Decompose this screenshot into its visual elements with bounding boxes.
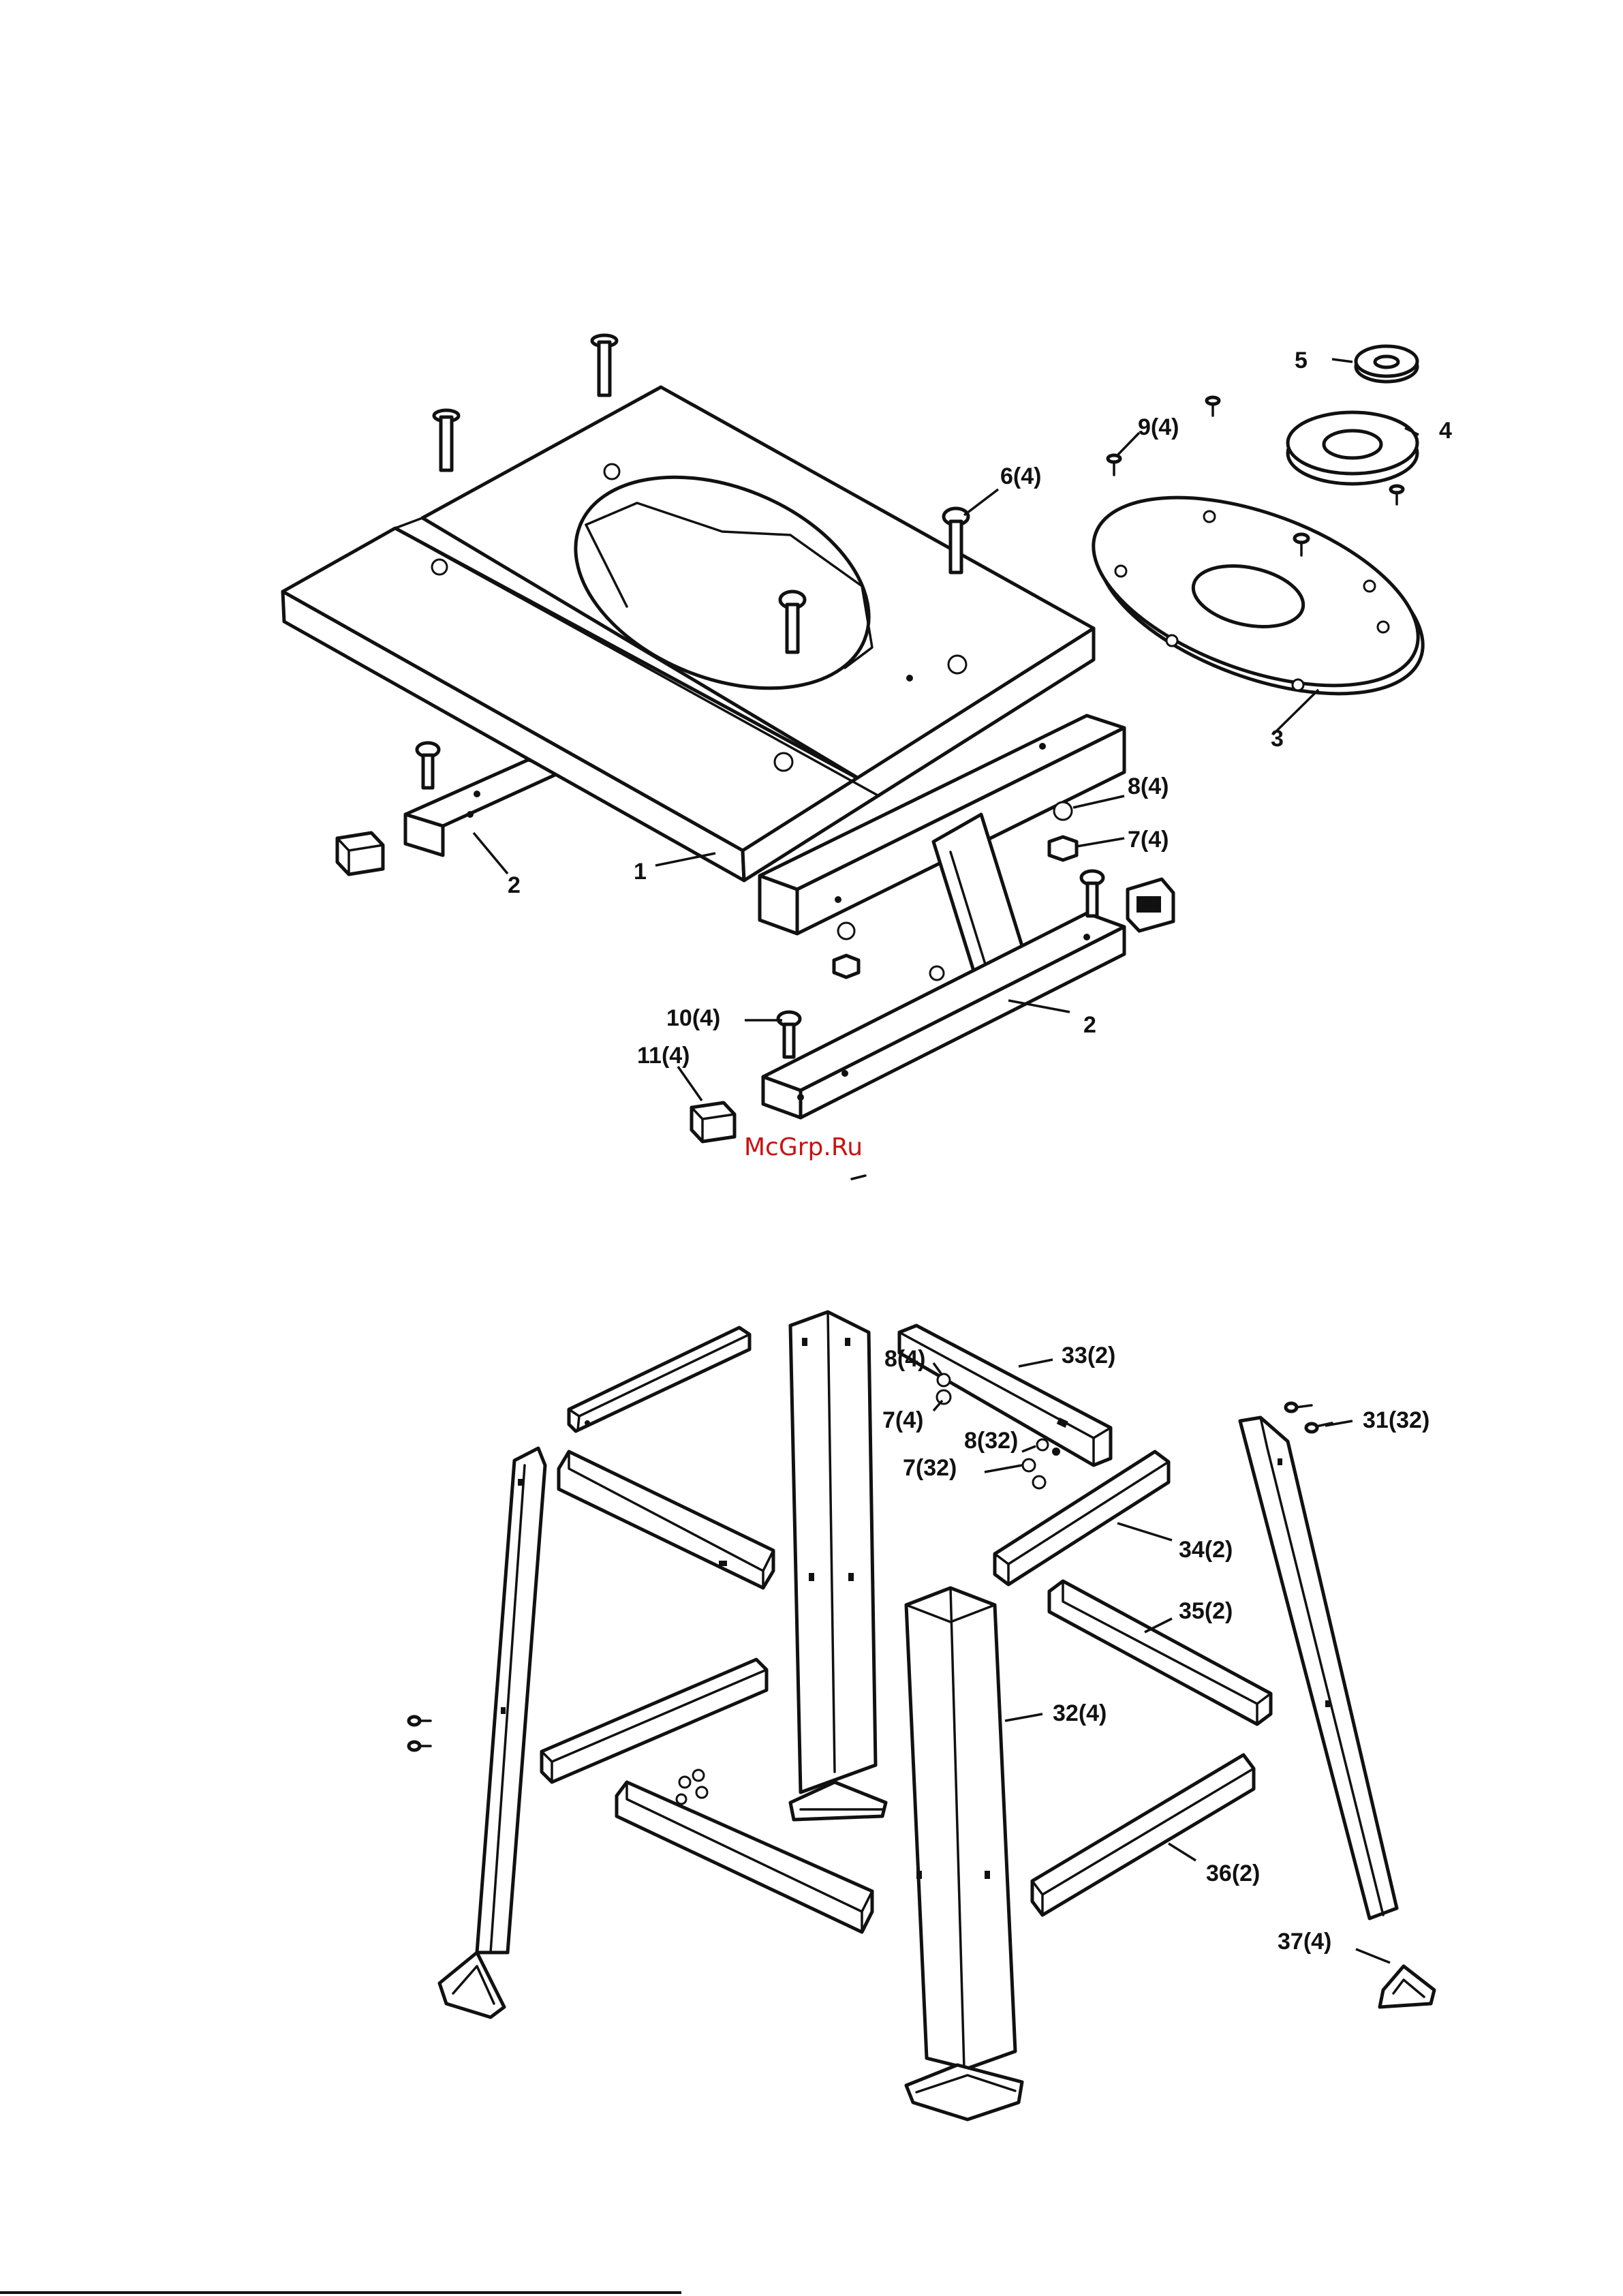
insert-ring-small (1356, 346, 1417, 382)
leg-left (439, 1448, 545, 2017)
nut-7b (937, 1390, 950, 1404)
callout-7-lower: 7(4) (882, 1407, 923, 1433)
callout-6: 6(4) (1000, 463, 1041, 489)
callout-5: 5 (1295, 348, 1308, 373)
end-cap-left (337, 833, 383, 874)
callout-8-lower: 8(4) (884, 1346, 925, 1372)
callout-35: 35(2) (1179, 1598, 1233, 1624)
foot-37 (1380, 1966, 1434, 2007)
flat-head-screw-2 (592, 335, 617, 395)
bolt-31a (1286, 1403, 1312, 1411)
callout-4: 4 (1439, 418, 1452, 444)
bolt-loose-2 (409, 1742, 431, 1750)
end-cap-11 (692, 1103, 735, 1142)
callout-8-32: 8(32) (964, 1428, 1018, 1454)
callout-7-32: 7(32) (903, 1455, 957, 1481)
stand-assembly: 8(4) 7(4) 8(32) 7(32) 31(32) 32(4) 33(2)… (409, 1312, 1434, 2119)
nut-7 (1049, 837, 1077, 860)
callout-7: 7(4) (1128, 827, 1169, 853)
brace-36 (1032, 1755, 1254, 1915)
callout-2-right: 2 (1083, 1012, 1096, 1038)
nut-lower (834, 955, 859, 977)
end-cap-right (1128, 879, 1173, 931)
callout-32: 32(4) (1053, 1700, 1107, 1726)
washer-8c (1037, 1439, 1048, 1450)
small-screw-9a (1108, 455, 1120, 475)
callout-34: 34(2) (1179, 1537, 1233, 1563)
callout-1: 1 (634, 859, 647, 885)
brace-top-left (569, 1328, 749, 1431)
watermark: McGrp.Ru (744, 1133, 863, 1161)
small-screw-9c (1391, 486, 1403, 504)
bolt-loose-1 (409, 1717, 431, 1725)
callout-37: 37(4) (1278, 1929, 1331, 1955)
washer-8 (1054, 802, 1072, 820)
callout-33: 33(2) (1062, 1343, 1115, 1368)
callout-31: 31(32) (1363, 1407, 1429, 1433)
callout-2-left: 2 (508, 872, 521, 898)
insert-ring (1288, 412, 1417, 484)
nut-7c (1023, 1459, 1035, 1471)
table-top-assembly: 1 2 2 3 4 5 6(4) 7(4) 8(4) 9(4) 10(4) 11… (283, 335, 1452, 1161)
callout-8: 8(4) (1128, 774, 1169, 799)
leg-right (1240, 1418, 1397, 1918)
foot-rail (763, 913, 1124, 1118)
brace-left-lower (542, 1659, 767, 1782)
router-plate (1069, 459, 1448, 731)
washer-8b (938, 1374, 950, 1386)
callout-9: 9(4) (1138, 414, 1179, 440)
callout-3: 3 (1271, 726, 1284, 752)
brace-34 (995, 1452, 1169, 1585)
washer-lower (838, 923, 854, 939)
brace-left-upper (559, 1452, 773, 1588)
flat-head-screw-1 (434, 410, 459, 470)
carriage-bolt-left (417, 743, 439, 788)
callout-11: 11(4) (637, 1043, 690, 1069)
callout-10: 10(4) (666, 1005, 720, 1031)
washer-mid (930, 966, 944, 980)
callout-36: 36(2) (1206, 1861, 1260, 1886)
leg-back-center (790, 1312, 886, 1820)
carriage-bolt-right (1081, 871, 1103, 916)
small-screw-9b (1207, 397, 1219, 416)
leg-front-32 (906, 1588, 1022, 2119)
carriage-bolt-10 (778, 1012, 800, 1057)
